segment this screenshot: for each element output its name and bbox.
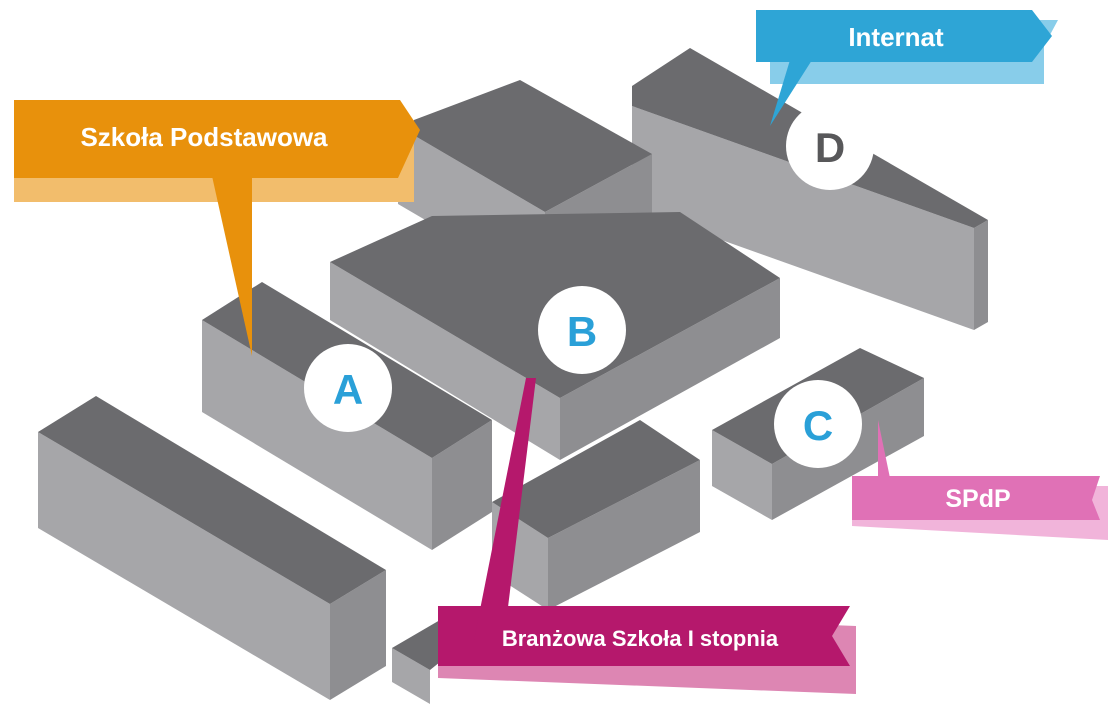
marker-a: A: [304, 344, 392, 432]
marker-d-letter: D: [815, 124, 845, 171]
building-bottom-left: [38, 396, 386, 700]
marker-c: C: [774, 380, 862, 468]
marker-a-letter: A: [333, 366, 363, 413]
marker-d: D: [786, 102, 874, 190]
marker-b: B: [538, 286, 626, 374]
callout-spdp: SPdP: [852, 420, 1108, 540]
callout-spdp-label: SPdP: [945, 485, 1010, 513]
callout-szkola-podstawowa: Szkoła Podstawowa: [14, 100, 420, 356]
marker-c-letter: C: [803, 402, 833, 449]
callout-internat: Internat: [756, 10, 1058, 126]
callout-branzowa-label: Branżowa Szkoła I stopnia: [502, 626, 779, 651]
callout-branzowa: Branżowa Szkoła I stopnia: [438, 378, 856, 694]
callout-szkola-podstawowa-label: Szkoła Podstawowa: [80, 122, 328, 152]
marker-b-letter: B: [567, 308, 597, 355]
callout-internat-label: Internat: [848, 22, 944, 52]
